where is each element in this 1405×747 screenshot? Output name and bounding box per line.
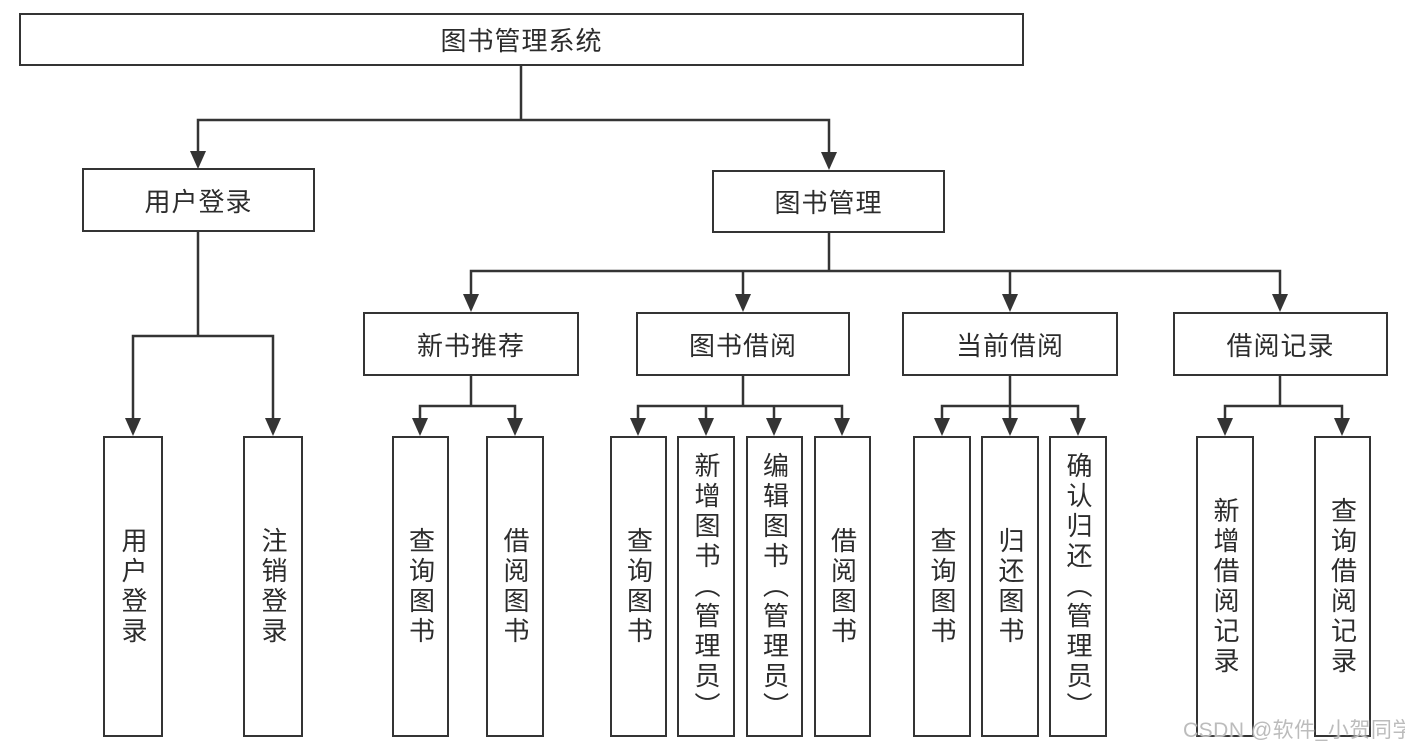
arrow-down-icon [821, 152, 837, 170]
node-current-borrowing: 当前借阅 [902, 312, 1118, 376]
arrow-down-icon [766, 418, 782, 436]
arrow-down-icon [1070, 418, 1086, 436]
arrow-down-icon [1334, 418, 1350, 436]
arrow-down-icon [934, 418, 950, 436]
node-new-book-recommendation: 新书推荐 [363, 312, 579, 376]
node-user-login: 用户登录 [82, 168, 315, 232]
leaf-query-books: 查询图书 [610, 436, 667, 737]
arrow-down-icon [735, 294, 751, 312]
node-book-borrowing: 图书借阅 [636, 312, 850, 376]
leaf-logout: 注销登录 [243, 436, 303, 737]
arrow-down-icon [630, 418, 646, 436]
arrow-down-icon [125, 418, 141, 436]
arrow-down-icon [834, 418, 850, 436]
arrow-down-icon [265, 418, 281, 436]
leaf-user-login: 用户登录 [103, 436, 163, 737]
connector-lines [131, 66, 1344, 420]
arrow-down-icon [463, 294, 479, 312]
arrow-down-icon [507, 418, 523, 436]
node-borrowing-records: 借阅记录 [1173, 312, 1388, 376]
arrow-down-icon [190, 151, 206, 169]
leaf-add-borrow-record: 新增借阅记录 [1196, 436, 1254, 737]
arrow-down-icon [412, 418, 428, 436]
leaf-query-books: 查询图书 [913, 436, 971, 737]
leaf-borrow-books: 借阅图书 [486, 436, 544, 737]
leaf-borrow-books: 借阅图书 [814, 436, 871, 737]
leaf-edit-book-admin: 编辑图书（管理员） [746, 436, 803, 737]
node-book-management: 图书管理 [712, 170, 945, 233]
watermark-text: CSDN @软件_小贺同学 [1183, 719, 1405, 742]
leaf-return-books: 归还图书 [981, 436, 1039, 737]
leaf-query-borrow-record: 查询借阅记录 [1314, 436, 1371, 737]
arrow-down-icon [1217, 418, 1233, 436]
arrowhead-icons [125, 151, 1350, 436]
leaf-query-books: 查询图书 [392, 436, 449, 737]
arrow-down-icon [1272, 294, 1288, 312]
leaf-add-book-admin: 新增图书（管理员） [677, 436, 735, 737]
arrow-down-icon [1002, 294, 1018, 312]
arrow-down-icon [698, 418, 714, 436]
arrow-down-icon [1002, 418, 1018, 436]
leaf-confirm-return-admin: 确认归还（管理员） [1049, 436, 1107, 737]
node-library-management-system: 图书管理系统 [19, 13, 1024, 66]
